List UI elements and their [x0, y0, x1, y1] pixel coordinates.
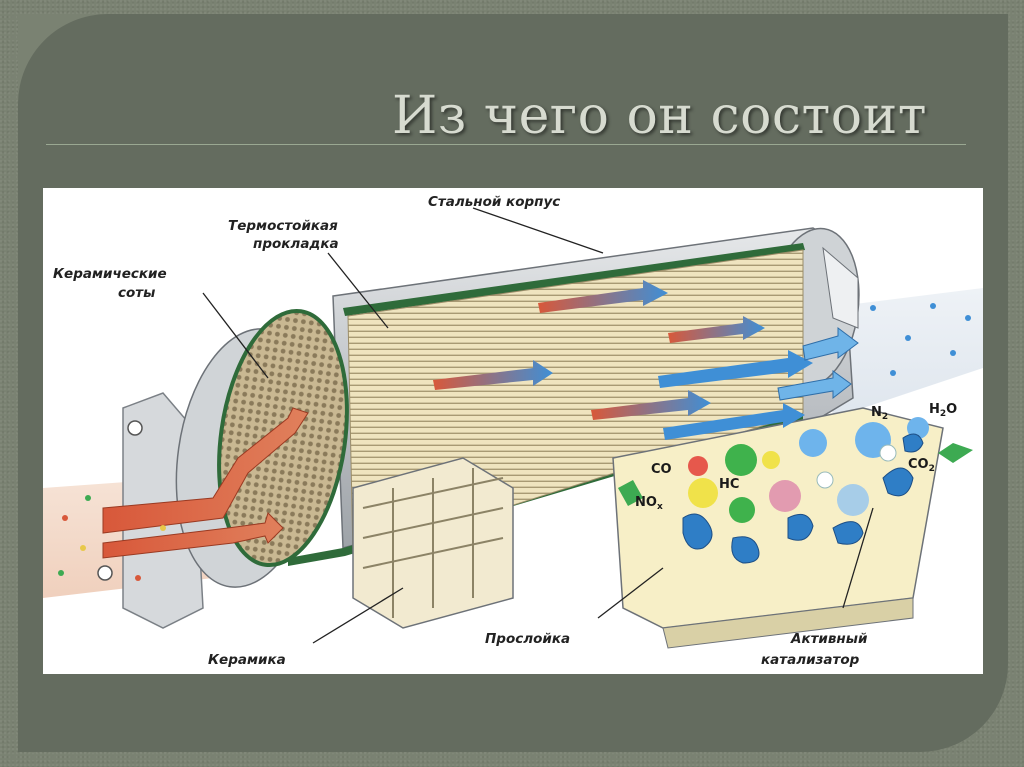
catalyst-molecules [688, 417, 929, 523]
slide-corner [18, 14, 108, 104]
ceramics-label: Керамика [208, 652, 286, 668]
inlet-particles [58, 495, 166, 581]
catalytic-converter-diagram: CO HC NOx N2 H2O CO2 Стальной корпус Тер… [43, 188, 983, 674]
h2o-label: H2O [929, 402, 957, 419]
gasket-label-line1: Термостойкая [228, 218, 338, 234]
inlet-flow-arrows [102, 407, 309, 559]
leader-lines [202, 207, 874, 644]
co2-label: CO2 [908, 457, 935, 474]
component-labels: Стальной корпус Термостойкая прокладка К… [53, 194, 868, 668]
honeycomb-label-line2: соты [118, 285, 155, 301]
gasket-label-line2: прокладка [253, 236, 339, 252]
honeycomb-label-line1: Керамические [53, 266, 167, 282]
catalyst-label-line2: катализатор [761, 652, 860, 668]
title-divider [46, 144, 966, 145]
outlet-particles [870, 303, 971, 376]
n2-label: N2 [871, 405, 888, 422]
ceramic-block [352, 457, 514, 629]
steel-case-label: Стальной корпус [428, 194, 560, 210]
nox-label: NOx [635, 495, 663, 512]
catalyst-coating [682, 433, 924, 564]
outlet-pipe [823, 288, 983, 418]
co-label: CO [651, 462, 672, 477]
chemical-labels: CO HC NOx N2 H2O CO2 [635, 402, 957, 512]
outlet-flow-arrows [618, 327, 973, 506]
interlayer-label: Прослойка [485, 631, 570, 647]
internal-flow-arrows [433, 280, 813, 440]
catalyst-label-line1: Активный [790, 631, 868, 647]
slide-title: Из чего он состоит [392, 86, 928, 146]
hc-label: HC [719, 477, 739, 492]
